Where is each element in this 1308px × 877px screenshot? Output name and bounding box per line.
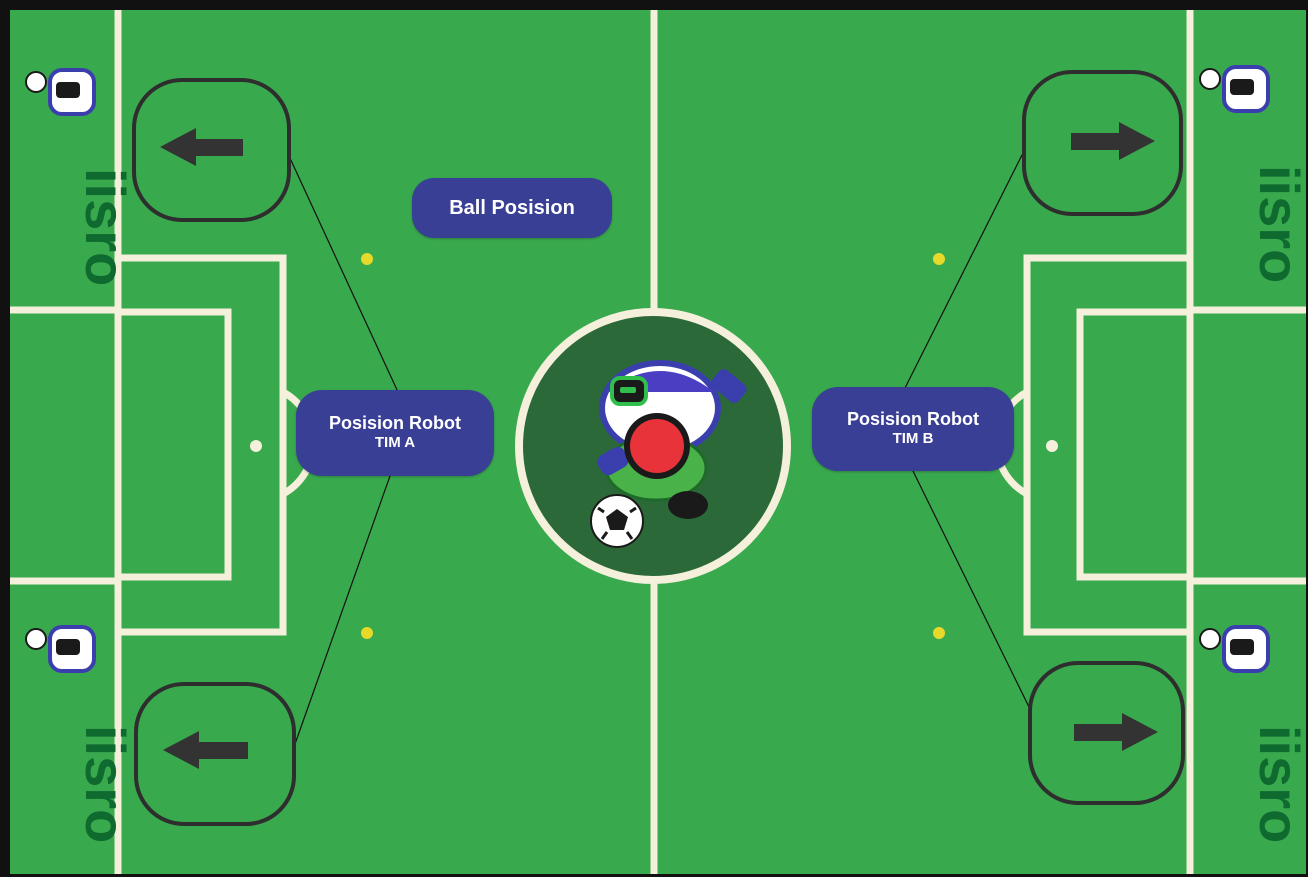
svg-text:iisro: iisro	[74, 168, 137, 286]
marker-right-bottom	[933, 627, 945, 639]
soccer-ball-icon	[591, 495, 643, 547]
ball-position-label: Ball Posision	[412, 178, 612, 238]
penalty-spot-left	[250, 440, 262, 452]
svg-text:iisro: iisro	[1248, 165, 1308, 283]
robot-position-title: Posision Robot	[329, 413, 461, 433]
team-name: TIM B	[893, 429, 934, 449]
ball-position-text: Ball Posision	[449, 198, 575, 218]
marker-left-bottom	[361, 627, 373, 639]
team-name: TIM A	[375, 433, 415, 453]
robot-position-title: Posision Robot	[847, 409, 979, 429]
robot-position-team-b-label: Posision Robot TIM B	[812, 387, 1014, 471]
ball-position-marker	[630, 419, 684, 473]
svg-text:iisro: iisro	[1248, 725, 1308, 843]
marker-left-top	[361, 253, 373, 265]
marker-right-top	[933, 253, 945, 265]
penalty-spot-right	[1046, 440, 1058, 452]
svg-text:iisro: iisro	[74, 725, 137, 843]
robot-position-team-a-label: Posision Robot TIM A	[296, 390, 494, 476]
